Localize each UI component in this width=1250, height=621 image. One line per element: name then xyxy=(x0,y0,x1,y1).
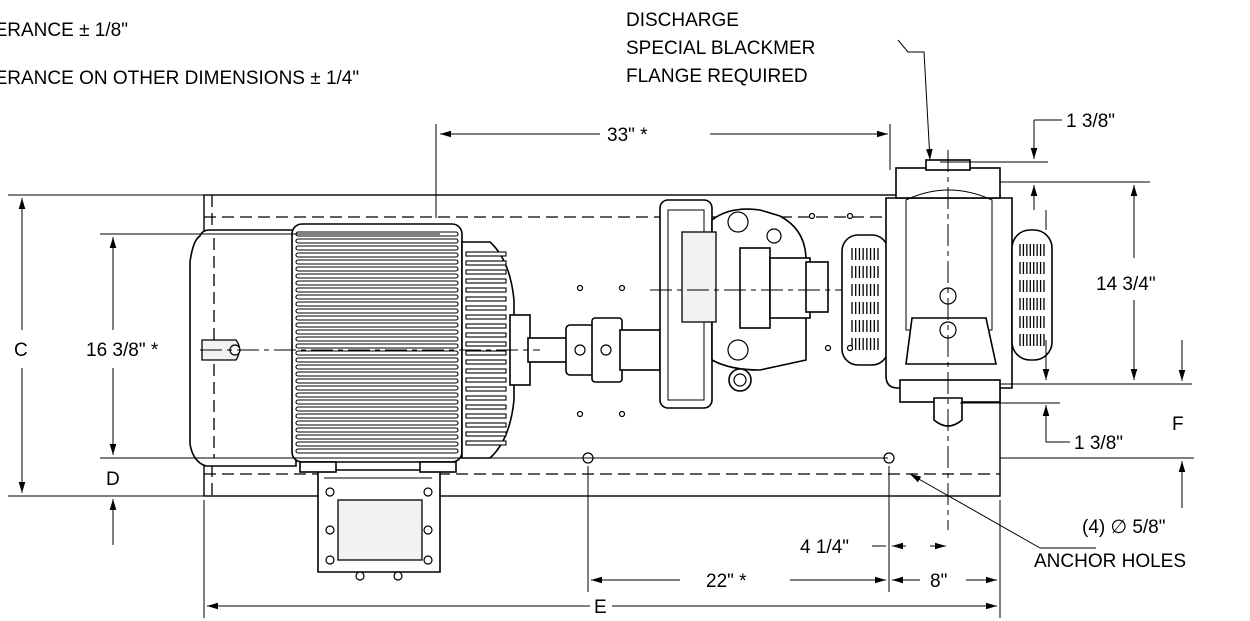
motor-fin xyxy=(295,399,459,405)
bell-fin xyxy=(465,332,507,338)
anchor-label-1: (4) ∅ 5/8" xyxy=(1082,517,1166,538)
motor-fin xyxy=(295,266,459,272)
dim-16-3-8: 16 3/8" * xyxy=(86,340,159,361)
dim-14-3-4: 14 3/4" xyxy=(1096,274,1156,295)
motor-fin xyxy=(295,441,459,447)
discharge-label-2: SPECIAL BLACKMER xyxy=(626,38,815,59)
bell-fin xyxy=(465,260,507,266)
dim-e: E xyxy=(594,597,607,618)
gear-reducer xyxy=(650,199,860,409)
bell-fin xyxy=(465,440,507,446)
tolerance-note-2: TOLERANCE ON OTHER DIMENSIONS ± 1/4" xyxy=(0,68,359,89)
dim-d: D xyxy=(106,469,120,490)
motor-fin xyxy=(295,343,459,349)
motor-fin xyxy=(295,434,459,440)
bell-fin xyxy=(465,314,507,320)
dim-22: 22" * xyxy=(706,571,747,592)
motor-fin xyxy=(295,413,459,419)
motor-fin xyxy=(295,392,459,398)
motor-fin xyxy=(295,329,459,335)
bell-fin xyxy=(465,251,507,257)
motor-fin xyxy=(295,273,459,279)
motor-fin xyxy=(295,371,459,377)
motor-fin xyxy=(295,420,459,426)
bell-fin xyxy=(465,431,507,437)
bell-fin xyxy=(465,386,507,392)
discharge-label-3: FLANGE REQUIRED xyxy=(626,66,808,87)
motor-fin xyxy=(295,406,459,412)
bell-fin xyxy=(465,341,507,347)
motor-fin xyxy=(295,448,459,454)
bell-fin xyxy=(465,422,507,428)
anchor-callout: (4) ∅ 5/8" ANCHOR HOLES xyxy=(1034,517,1186,572)
bell-fin xyxy=(465,296,507,302)
motor-fin xyxy=(295,427,459,433)
motor-fin xyxy=(295,245,459,251)
bell-fin xyxy=(465,305,507,311)
bell-fin xyxy=(465,368,507,374)
bell-fin xyxy=(465,413,507,419)
motor-fin xyxy=(295,238,459,244)
motor-fin xyxy=(295,315,459,321)
dim-4-1-4: 4 1/4" xyxy=(800,537,849,558)
shaft-coupling xyxy=(565,317,661,383)
bell-fin xyxy=(465,278,507,284)
dim-c: C xyxy=(14,340,28,361)
bell-fin xyxy=(465,377,507,383)
dim-f: F xyxy=(1172,414,1184,435)
discharge-callout: DISCHARGE SPECIAL BLACKMER FLANGE REQUIR… xyxy=(626,10,815,87)
notes-group: TOLERANCE ± 1/8" TOLERANCE ON OTHER DIME… xyxy=(0,20,359,89)
electric-motor xyxy=(189,223,569,581)
bell-fin xyxy=(465,269,507,275)
dim-33: 33" * xyxy=(607,125,648,146)
blackmer-pump xyxy=(841,150,1053,530)
bell-fin xyxy=(465,404,507,410)
motor-fin xyxy=(295,280,459,286)
anchor-label-2: ANCHOR HOLES xyxy=(1034,551,1186,572)
bell-fin xyxy=(465,287,507,293)
dimension-labels: 33" * 1 3/8" 14 3/4" 1 3/8" 16 3/8" * C … xyxy=(14,111,1184,618)
motor-fin xyxy=(295,322,459,328)
bell-fin xyxy=(465,359,507,365)
motor-fin xyxy=(295,385,459,391)
dimension-lines xyxy=(8,39,1194,618)
motor-fin xyxy=(295,357,459,363)
motor-fin xyxy=(295,294,459,300)
bell-fin xyxy=(465,395,507,401)
motor-fin xyxy=(295,301,459,307)
bell-fin xyxy=(465,323,507,329)
bell-fin xyxy=(465,350,507,356)
discharge-label-1: DISCHARGE xyxy=(626,10,739,31)
dim-1-3-8-top: 1 3/8" xyxy=(1066,111,1115,132)
motor-fin xyxy=(295,308,459,314)
motor-fin xyxy=(295,252,459,258)
motor-fin xyxy=(295,259,459,265)
motor-fin xyxy=(295,336,459,342)
motor-fin xyxy=(295,350,459,356)
motor-fin xyxy=(295,287,459,293)
motor-fin xyxy=(295,378,459,384)
tolerance-note-1: TOLERANCE ± 1/8" xyxy=(0,20,128,41)
cooling-fins xyxy=(295,231,459,454)
motor-fin xyxy=(295,364,459,370)
dim-8: 8" xyxy=(930,571,947,592)
dim-1-3-8-bottom: 1 3/8" xyxy=(1074,433,1123,454)
